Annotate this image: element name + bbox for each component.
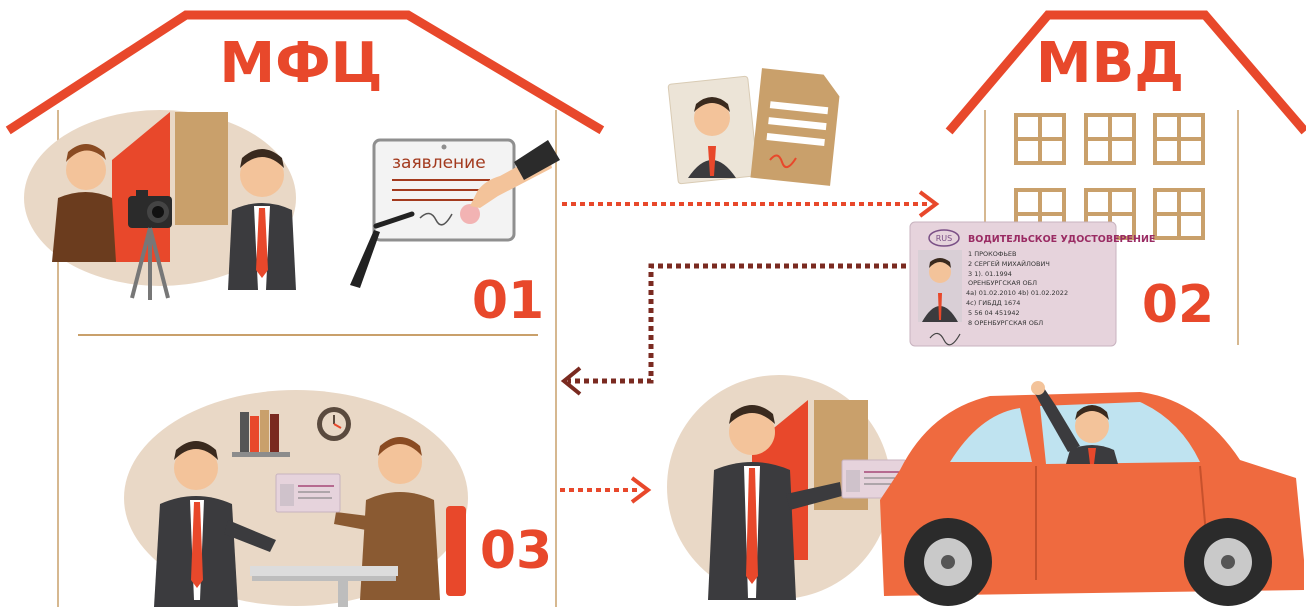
license-line: 2 СЕРГЕЙ МИХАЙЛОВИЧ (968, 259, 1050, 268)
license-line: 5 56 04 451942 (968, 309, 1020, 317)
scene-photo-session (24, 110, 296, 300)
step-02-number: 02 (1142, 275, 1214, 335)
license-title: ВОДИТЕЛЬСКОЕ УДОСТОВЕРЕНИЕ (968, 234, 1155, 245)
license-line: 8 ОРЕНБУРГСКАЯ ОБЛ (968, 319, 1043, 327)
license-line: 4c) ГИБДД 1674 (966, 299, 1020, 307)
car-icon (880, 381, 1304, 606)
front-wheel (904, 518, 992, 606)
desk (250, 566, 398, 607)
rear-wheel (1184, 518, 1272, 606)
chair (446, 506, 466, 596)
window (1153, 188, 1205, 240)
window (1084, 113, 1136, 165)
license-fields: 1 ПРОКОФЬЕВ 2 СЕРГЕЙ МИХАЙЛОВИЧ 3 1). 01… (966, 250, 1068, 327)
tablet-label: заявление (392, 153, 486, 173)
client-figure (708, 405, 842, 600)
document-icon (750, 68, 840, 186)
scene-happy-driver (667, 375, 907, 600)
clock-icon (317, 407, 351, 441)
client-figure (228, 149, 296, 290)
window (1153, 113, 1205, 165)
license-country: RUS (936, 234, 953, 243)
license-line: ОРЕНБУРГСКАЯ ОБЛ (968, 279, 1037, 287)
mvd-roof (945, 10, 1306, 135)
mvd-windows (1014, 113, 1205, 240)
arrow-issue-to-driver (560, 476, 652, 504)
mvd-building: МВД (945, 10, 1306, 345)
license-line: 4a) 01.02.2010 4b) 01.02.2022 (966, 289, 1068, 297)
photo-icon (667, 75, 759, 185)
arrow-mfc-to-mvd (562, 190, 940, 218)
client-figure (154, 441, 276, 607)
mvd-title: МВД (1036, 31, 1184, 96)
license-icon: RUS ВОДИТЕЛЬСКОЕ УДОСТОВЕРЕНИЕ 1 ПРОКОФЬ… (909, 221, 1155, 347)
camera-icon (128, 190, 172, 300)
mfc-roof (5, 10, 605, 135)
driver-figure (1031, 381, 1118, 464)
hand-icon (470, 140, 560, 208)
mfc-building: МФЦ (5, 10, 605, 607)
small-license-icon (275, 473, 341, 513)
mfc-title: МФЦ (219, 31, 382, 96)
books-icon (232, 410, 290, 457)
scene-issuing (124, 390, 468, 607)
pen-icon (350, 211, 415, 288)
photographer-figure (52, 144, 116, 262)
license-line: 3 1). 01.1994 (968, 270, 1012, 278)
step-01-number: 01 (472, 271, 544, 331)
step-03-number: 03 (480, 521, 552, 581)
arrow-mvd-to-mfc (560, 263, 915, 396)
license-country-badge (928, 229, 960, 247)
window (1014, 113, 1066, 165)
license-line: 1 ПРОКОФЬЕВ (968, 250, 1016, 258)
